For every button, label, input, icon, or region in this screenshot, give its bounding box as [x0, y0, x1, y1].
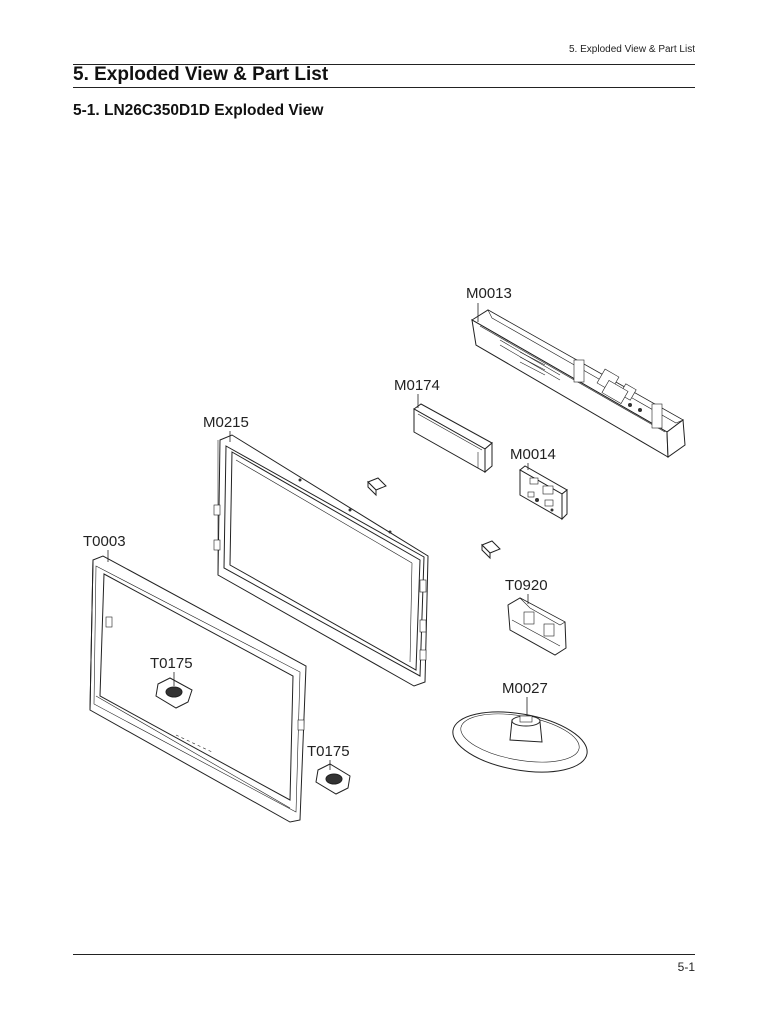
callout-t0003: T0003 [83, 533, 126, 550]
part-t0920-stand-bracket [507, 597, 567, 656]
callout-t0175-a: T0175 [150, 655, 193, 672]
callout-m0027: M0027 [502, 680, 548, 697]
part-m0014-main-board [519, 465, 568, 521]
callout-m0014: M0014 [510, 446, 556, 463]
chapter-title: 5. Exploded View & Part List [73, 64, 329, 85]
callout-m0013: M0013 [466, 285, 512, 302]
part-t0175-speaker-a [155, 677, 193, 709]
callout-m0174: M0174 [394, 377, 440, 394]
callout-m0215: M0215 [203, 414, 249, 431]
running-header: 5. Exploded View & Part List [569, 44, 695, 55]
title-rule-bottom [73, 87, 695, 88]
part-m0013-rear-cover [471, 309, 686, 458]
part-clip-lower [481, 540, 501, 560]
part-t0175-speaker-b [315, 763, 351, 795]
footer-rule [73, 954, 695, 955]
title-rule-top [73, 64, 695, 65]
callout-t0920: T0920 [505, 577, 548, 594]
part-t0003-front-bezel [89, 555, 307, 823]
callout-t0175-b: T0175 [307, 743, 350, 760]
section-title: 5-1. LN26C350D1D Exploded View [73, 102, 324, 119]
part-m0027-stand-base [452, 711, 588, 773]
part-clip-upper [367, 477, 387, 497]
part-m0174-power-board [413, 403, 493, 474]
part-m0215-panel-frame [213, 434, 429, 687]
page-number: 5-1 [677, 960, 695, 974]
